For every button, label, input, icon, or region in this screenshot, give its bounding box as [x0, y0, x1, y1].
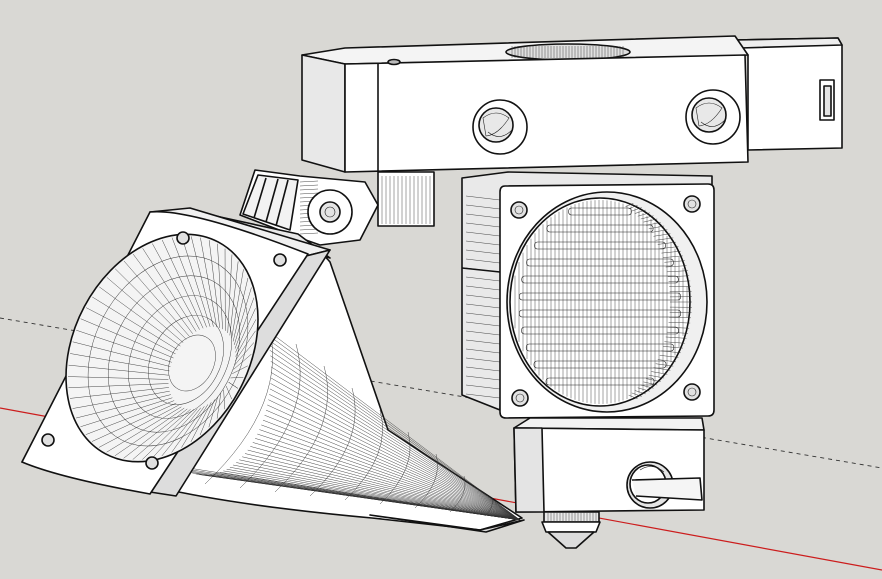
screw-hole-icon: [273, 253, 287, 267]
screw-hole-icon: [510, 201, 528, 219]
fan-frame-wireframe: [68, 236, 257, 460]
fan-mount-arm[interactable]: [239, 169, 379, 246]
screw-hole-icon: [511, 389, 529, 407]
shroud-side-fins: [465, 195, 501, 399]
green-axis-dashed-line: [0, 317, 882, 469]
right-bolt-hole-icon: [685, 89, 741, 145]
left-bolt-hole-icon: [472, 99, 528, 155]
screw-hole-icon: [683, 383, 701, 401]
screw-hole-icon: [683, 195, 701, 213]
nozzle[interactable]: [541, 511, 601, 549]
screw-hole-icon: [145, 456, 159, 470]
screw-hole-icon: [176, 231, 190, 245]
heatsink-fins: [518, 207, 682, 386]
cooling-fan-frame[interactable]: [21, 201, 331, 497]
mount-slot-ribs: [511, 46, 624, 58]
hotend-fan-shroud[interactable]: [377, 171, 715, 419]
screw-hole-icon: [41, 433, 55, 447]
x-carriage-mount[interactable]: [301, 35, 843, 173]
nozzle-thread-hatch: [547, 512, 597, 522]
heatsink-knurl: [381, 176, 431, 224]
duct-wireframe: [178, 321, 521, 521]
heater-block[interactable]: [513, 417, 705, 513]
